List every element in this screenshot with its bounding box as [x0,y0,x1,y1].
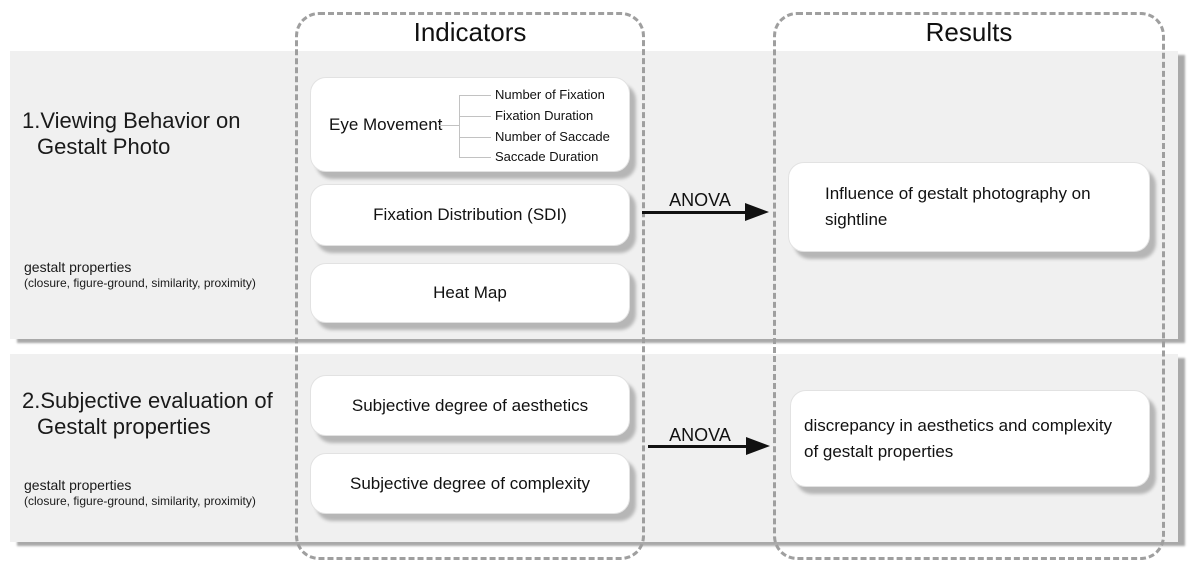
section-2-title-line1: 2.Subjective evaluation of [22,388,273,413]
anova-arrow-line-1 [642,211,747,214]
section-2-title-line2: Gestalt properties [37,414,211,439]
subjective-complexity-box: Subjective degree of complexity [310,453,630,514]
section-2-title: 2.Subjective evaluation of Gestalt prope… [22,388,273,440]
result-box-1: Influence of gestalt photography on sigh… [788,162,1150,252]
section-1-title: 1.Viewing Behavior on Gestalt Photo [22,108,241,160]
anova-arrow-head-2 [746,437,770,455]
result-1-text: Influence of gestalt photography on sigh… [825,181,1091,233]
result-2-line1: discrepancy in aesthetics and complexity [804,415,1113,435]
tree-branch-line [459,95,491,96]
branch-saccade-duration: Saccade Duration [495,149,599,164]
section-1-title-line1: 1.Viewing Behavior on [22,108,241,133]
eye-movement-box: Eye Movement Number of Fixation Fixation… [310,77,630,172]
tree-branch-line [459,137,491,138]
section-1-title-line2: Gestalt Photo [37,134,171,159]
section-1-note-title: gestalt properties [24,259,132,275]
result-box-2: discrepancy in aesthetics and complexity… [790,390,1150,487]
section-1-note-detail: (closure, figure-ground, similarity, pro… [24,276,256,290]
fixation-distribution-box: Fixation Distribution (SDI) [310,184,630,246]
section-2-note: gestalt properties (closure, figure-grou… [24,477,256,509]
branch-fixation-duration: Fixation Duration [495,108,594,123]
results-column-header: Results [925,17,1013,47]
eye-movement-label: Eye Movement [329,114,443,134]
anova-arrow-head-1 [745,203,769,221]
result-1-line1: Influence of gestalt photography on [825,184,1091,203]
anova-label-2: ANOVA [669,425,731,445]
tree-vertical-line [459,95,460,157]
tree-branch-line [459,157,491,158]
subjective-aesthetics-box: Subjective degree of aesthetics [310,375,630,436]
branch-number-of-fixation: Number of Fixation [495,87,605,102]
tree-stub-line [439,125,459,126]
section-2-note-title: gestalt properties [24,477,132,493]
result-2-text: discrepancy in aesthetics and complexity… [804,413,1112,465]
section-2-note-detail: (closure, figure-ground, similarity, pro… [24,494,256,508]
anova-arrow-line-2 [648,445,748,448]
anova-label-1: ANOVA [669,190,731,210]
result-2-line2: of gestalt properties [804,441,954,461]
tree-branch-line [459,116,491,117]
section-1-note: gestalt properties (closure, figure-grou… [24,259,256,291]
heat-map-box: Heat Map [310,263,630,323]
indicators-column-header: Indicators [413,17,527,47]
result-1-line2: sightline [825,210,888,229]
branch-number-of-saccade: Number of Saccade [495,129,610,144]
